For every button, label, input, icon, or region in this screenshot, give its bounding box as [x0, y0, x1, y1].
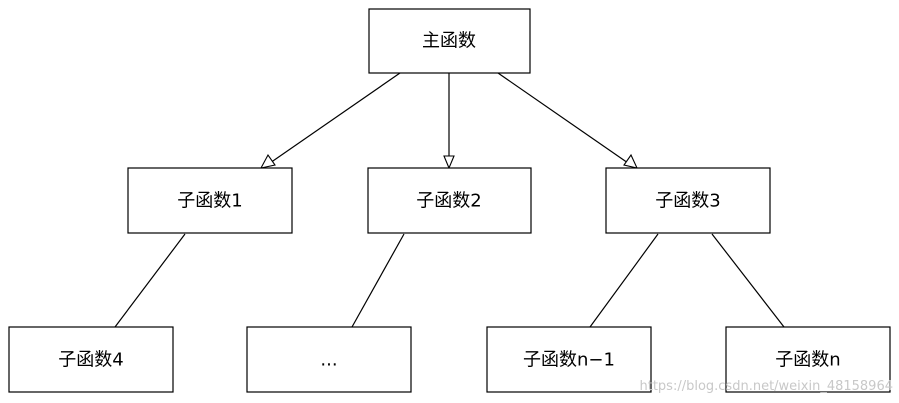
- node-sub2: 子函数2: [367, 167, 532, 234]
- edge-sub3-to-subn-minus-1: [589, 233, 659, 328]
- node-subn-label: 子函数n: [775, 350, 840, 371]
- node-sub3-label: 子函数3: [655, 191, 720, 212]
- node-sub3: 子函数3: [605, 167, 771, 234]
- node-subn: 子函数n: [725, 326, 891, 393]
- watermark-text: https://blog.csdn.net/weixin_48158964: [639, 379, 893, 394]
- node-sub2-label: 子函数2: [416, 191, 481, 212]
- node-main-label: 主函数: [422, 31, 476, 52]
- arrowhead-sub1: [259, 153, 276, 169]
- edge-main-to-sub3: [497, 72, 629, 164]
- edge-sub2-to-ellipsis: [351, 233, 405, 328]
- node-sub4-label: 子函数4: [58, 350, 123, 371]
- node-ellipsis: ...: [246, 326, 412, 393]
- node-subn-minus-1-label: 子函数n−1: [523, 350, 615, 371]
- arrowhead-sub2: [443, 155, 455, 170]
- node-sub1: 子函数1: [127, 167, 293, 234]
- node-sub4: 子函数4: [8, 326, 174, 393]
- edge-sub3-to-subn: [711, 233, 785, 328]
- node-subn-minus-1: 子函数n−1: [486, 326, 652, 393]
- node-sub1-label: 子函数1: [177, 191, 242, 212]
- node-ellipsis-label: ...: [320, 350, 337, 371]
- edge-sub1-to-sub4: [114, 233, 186, 328]
- node-main: 主函数: [368, 8, 531, 74]
- edge-main-to-sub1: [269, 72, 401, 164]
- arrowhead-sub3: [623, 153, 638, 169]
